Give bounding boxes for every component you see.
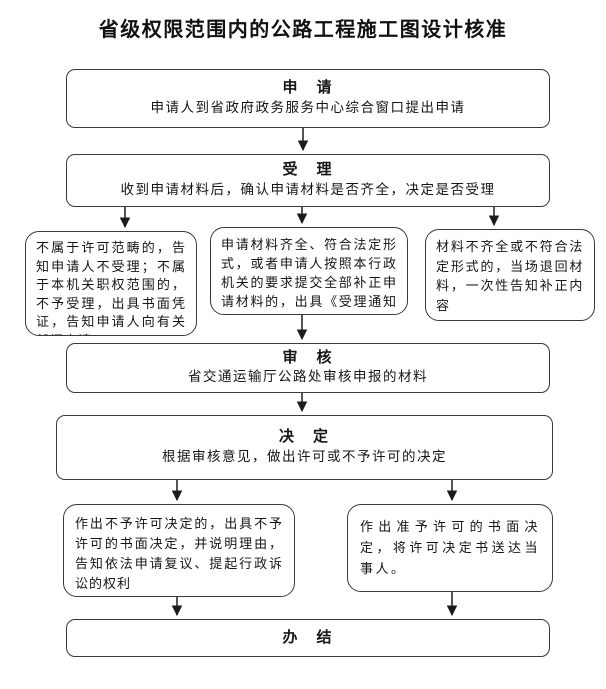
node-accepted: 申请材料齐全、符合法定形式，或者申请人按照本行政机关的要求提交全部补正申请材料的… <box>210 227 408 315</box>
node-accept: 受 理 收到申请材料后，确认申请材料是否齐全，决定是否受理 <box>66 154 550 207</box>
node-accepted-body: 申请材料齐全、符合法定形式，或者申请人按照本行政机关的要求提交全部补正申请材料的… <box>221 237 397 314</box>
page-title: 省级权限范围内的公路工程施工图设计核准 <box>98 19 508 41</box>
node-done: 办 结 <box>66 619 550 657</box>
node-deny-body: 作出不予许可决定的，出具不予许可的书面决定，并说明理由，告知依法申请复议、提起行… <box>75 516 283 591</box>
node-apply: 申 请 申请人到省政府政务服务中心综合窗口提出申请 <box>66 69 550 128</box>
node-deny: 作出不予许可决定的，出具不予许可的书面决定，并说明理由，告知依法申请复议、提起行… <box>63 504 295 597</box>
node-decide-heading: 决 定 <box>278 429 330 446</box>
node-done-heading: 办 结 <box>282 629 334 646</box>
node-grant-body: 作出准予许可的书面决定，将许可决定书送达当事人。 <box>360 519 540 576</box>
node-grant: 作出准予许可的书面决定，将许可决定书送达当事人。 <box>347 504 553 592</box>
node-returned-body: 材料不齐全或不符合法定形式的，当场退回材料，一次性告知补正内容 <box>436 239 584 313</box>
node-not-accepted-body: 不属于许可范畴的，告知申请人不受理；不属于本机关职权范围的，不予受理，出具书面凭… <box>36 240 186 335</box>
node-accept-heading: 受 理 <box>282 162 334 179</box>
node-apply-body: 申请人到省政府政务服务中心综合窗口提出申请 <box>150 99 466 115</box>
node-returned: 材料不齐全或不符合法定形式的，当场退回材料，一次性告知补正内容 <box>425 229 595 321</box>
node-review-body: 省交通运输厅公路处审核申报的材料 <box>188 369 428 385</box>
node-review-heading: 审 核 <box>282 349 334 366</box>
node-decide: 决 定 根据审核意见，做出许可或不予许可的决定 <box>56 415 553 480</box>
node-accept-body: 收到申请材料后，确认申请材料是否齐全，决定是否受理 <box>120 181 496 197</box>
node-not-accepted: 不属于许可范畴的，告知申请人不受理；不属于本机关职权范围的，不予受理，出具书面凭… <box>25 231 197 336</box>
node-apply-heading: 申 请 <box>282 80 334 97</box>
node-decide-body: 根据审核意见，做出许可或不予许可的决定 <box>162 448 447 464</box>
node-review: 审 核 省交通运输厅公路处审核申报的材料 <box>66 343 550 393</box>
